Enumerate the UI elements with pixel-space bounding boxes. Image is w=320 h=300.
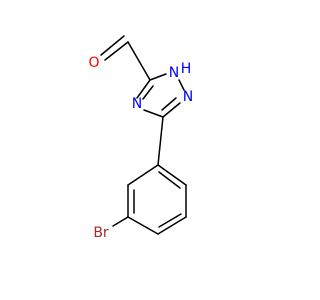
atom-label-layer: O N H N N Br (88, 55, 193, 241)
bond-n4-c5-a (136, 79, 151, 99)
bond-ph-c6-c1 (157, 164, 187, 186)
bond-n2-c3-a (162, 102, 181, 118)
bond-ring-phenyl (157, 116, 164, 166)
bond-ph-c3-c4 (127, 216, 159, 235)
bromine-label: Br (93, 225, 109, 241)
bond-n2-c3-b (161, 97, 177, 111)
structure-diagram: O N H N N Br (88, 35, 193, 241)
bond-ph-inner-3 (158, 171, 181, 189)
bond-ph-c1-c2 (127, 164, 159, 186)
bond-n4-c5-b (142, 85, 154, 100)
nitrogen-nh-label: N (169, 65, 179, 81)
bond-c3-n4 (143, 109, 164, 118)
bond-ph-inner-2 (158, 213, 182, 228)
bond-carbonyl-b (100, 35, 125, 56)
nitrogen-left-label: N (132, 96, 142, 112)
bond-cho-ring (127, 41, 151, 81)
molecule-canvas: O N H N N Br (88, 35, 193, 241)
bond-layer (100, 35, 187, 235)
bond-c5-n1 (149, 73, 167, 81)
nitrogen-right-label: N (183, 89, 193, 105)
bond-c-br (112, 216, 129, 227)
bond-ph-c4-c5 (157, 216, 187, 235)
oxygen-label: O (88, 55, 99, 71)
hydrogen-nh-label: H (181, 61, 192, 77)
bond-n1-n2 (178, 79, 185, 91)
bond-carbonyl-a (104, 41, 129, 61)
